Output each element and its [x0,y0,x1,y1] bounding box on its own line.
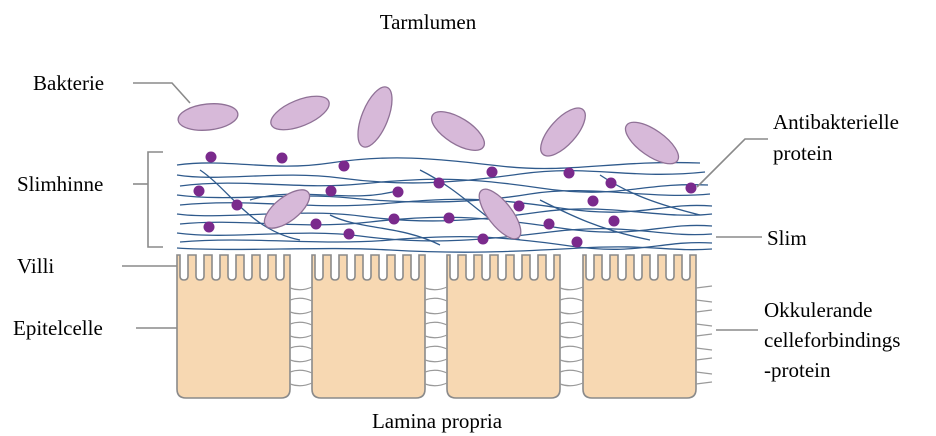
label-antibakterielle: Antibakterielle [773,110,899,134]
label-epitelcelle: Epitelcelle [13,316,103,340]
label-slimhinne: Slimhinne [17,172,103,196]
epithelial-cell [447,255,560,398]
label-lamina-propria: Lamina propria [372,409,503,433]
bacterium [177,101,239,133]
label-villi: Villi [17,254,54,278]
bacterium [533,101,592,163]
epithelial-cell [583,255,696,398]
label-protein-junction: -protein [764,358,831,382]
epithelial-cell [312,255,425,398]
bacterium [426,104,491,158]
epithelial-cells [177,255,696,398]
label-protein: protein [773,141,833,165]
epithelial-cell [177,255,290,398]
label-tarmlumen: Tarmlumen [380,10,477,34]
mucus-strands [177,158,712,252]
label-slim: Slim [767,226,807,250]
antibacterial-leader [697,139,768,187]
bacterium [258,183,315,235]
label-celleforbindings: celleforbindings [764,328,900,352]
label-bakterie: Bakterie [33,71,104,95]
mucus-layer-bracket [148,152,163,247]
label-okkulerande: Okkulerande [764,298,872,322]
bacterium [266,89,333,136]
bacterium [351,82,399,151]
bacteria-leader [133,83,190,103]
